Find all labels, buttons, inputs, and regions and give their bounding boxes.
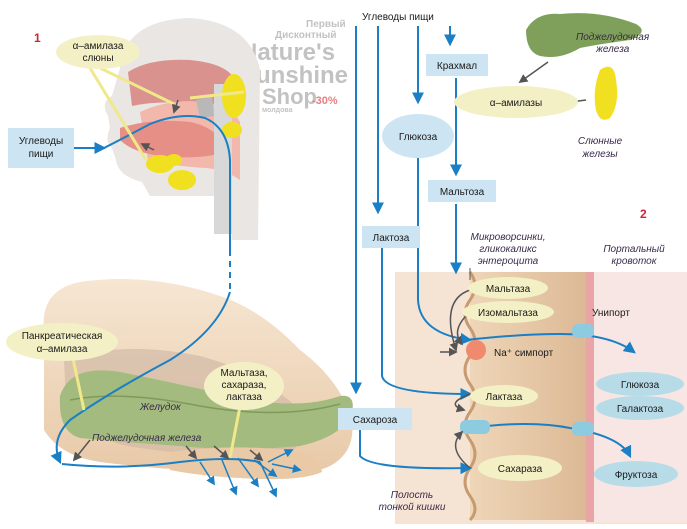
lactose-label: Лактоза — [373, 233, 410, 244]
pancreas-right-line1: Поджелудочная — [576, 32, 650, 43]
watermark-line5: Shop — [262, 84, 317, 109]
maltase-label: Мальтаза — [486, 284, 531, 295]
out-glucose-oval: Глюкоза — [596, 372, 684, 396]
pancreas-icon-right — [518, 13, 642, 84]
maltase-oval: Мальтаза — [468, 277, 548, 299]
glucose-label: Глюкоза — [399, 132, 438, 143]
sucrase-oval: Сахараза — [478, 455, 562, 481]
portal-line1: Портальный — [603, 244, 665, 255]
glucose-circle: Глюкоза — [382, 114, 454, 158]
food-carbs-right: Углеводы пищи — [362, 12, 434, 23]
pancreatic-amylase-label: Панкреатическая α–амилаза — [6, 323, 118, 361]
microvilli-label: Микроворсинки, гликокаликс энтероцита — [469, 232, 546, 280]
lactase-oval: Лактаза — [470, 385, 538, 407]
maltose-label: Мальтоза — [440, 187, 485, 198]
alpha-amylases-oval: α–амилазы — [454, 86, 578, 118]
pancreatic-amylase-line1: Панкреатическая — [22, 331, 103, 342]
out-glucose-label: Глюкоза — [621, 380, 660, 391]
sucrose-label: Сахароза — [353, 415, 398, 426]
salivary-glands-left — [146, 74, 246, 190]
brush-enzymes-line2: сахараза, — [222, 380, 267, 391]
pancreas-illustration — [59, 370, 353, 449]
lactose-box: Лактоза — [362, 226, 420, 248]
salivary-amylase-label: α–амилаза слюны — [56, 35, 140, 69]
watermark-footer: молдова — [262, 107, 293, 114]
microvilli-line1: Микроворсинки, — [471, 232, 546, 243]
portal-label: Портальный кровоток — [603, 244, 665, 267]
brush-enzymes-line3: лактаза — [226, 392, 262, 403]
salivary-glands-right-line2: железы — [581, 149, 618, 160]
starch-box: Крахмал — [426, 54, 488, 76]
microvilli-line3: энтероцита — [478, 256, 539, 267]
brush-enzymes-label: Мальтаза, сахараза, лактаза — [204, 362, 284, 410]
food-carbs-box-left: Углеводы пищи — [8, 128, 107, 168]
out-fructose-oval: Фруктоза — [594, 461, 678, 487]
lumen-line1: Полость — [391, 490, 433, 501]
microvilli-line2: гликокаликс — [479, 244, 536, 255]
pancreas-right-line2: железа — [595, 44, 630, 55]
salivary-amylase-line2: слюны — [82, 53, 113, 64]
lumen-label: Полость тонкой кишки — [379, 490, 446, 513]
food-carbs-left-line2: пищи — [29, 149, 54, 160]
stomach-label: Желудок — [139, 402, 182, 413]
portal-line2: кровоток — [612, 256, 658, 267]
left-gray-arrows — [72, 99, 264, 462]
salivary-amylase-line1: α–амилаза — [73, 41, 124, 52]
transporters — [460, 324, 594, 436]
pancreatic-amylase-line2: α–амилаза — [37, 344, 88, 355]
maltose-box: Мальтоза — [428, 180, 496, 202]
panel-number-1: 1 — [34, 31, 41, 45]
lactase-label: Лактаза — [486, 392, 523, 403]
uniport-label: Унипорт — [592, 308, 630, 319]
out-fructose-label: Фруктоза — [615, 470, 658, 481]
isomaltase-label: Изомальтаза — [478, 308, 538, 319]
lumen-line2: тонкой кишки — [379, 502, 446, 513]
out-galactose-label: Галактоза — [617, 404, 664, 415]
sucrose-box: Сахароза — [338, 408, 412, 430]
brush-enzymes-line1: Мальтаза, — [220, 368, 267, 379]
starch-label: Крахмал — [437, 61, 477, 72]
panel-number-2: 2 — [640, 207, 647, 221]
na-symport-label: Na⁺ симпорт — [494, 348, 554, 359]
pancreas-label-left: Поджелудочная железа — [92, 433, 202, 444]
watermark-badge: -30% — [312, 95, 338, 107]
salivary-glands-right-line1: Слюнные — [578, 136, 623, 147]
food-carbs-left-line1: Углеводы — [19, 136, 63, 147]
watermark-line2: Дисконтный — [275, 30, 336, 41]
out-galactose-oval: Галактоза — [596, 396, 684, 420]
alpha-amylases-label: α–амилазы — [490, 98, 542, 109]
watermark-line1: Первый — [306, 19, 346, 30]
sucrase-label: Сахараза — [498, 464, 543, 475]
isomaltase-oval: Изомальтаза — [462, 301, 554, 323]
